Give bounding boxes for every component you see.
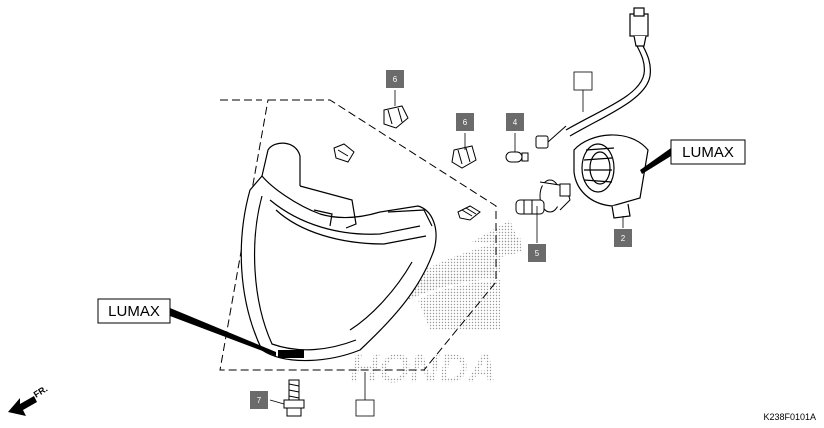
bolt (283, 379, 305, 417)
callout-4[interactable]: 4 (506, 113, 524, 131)
front-direction-arrow: FR. (8, 384, 49, 416)
figure-code: K238F0101A (763, 412, 816, 422)
position-bulb-socket (535, 125, 567, 149)
wire-harness (565, 7, 651, 137)
headlight-socket (573, 134, 649, 219)
rubber-grommet-b (451, 145, 477, 169)
callout-2-number: 2 (621, 234, 626, 243)
lumax-label-housing: LUMAX (97, 298, 276, 356)
callout-7[interactable]: 7 (250, 391, 268, 409)
callout-empty-housing[interactable] (355, 399, 375, 417)
honda-watermark-text: HONDA (350, 347, 497, 391)
callout-6-lower[interactable]: 6 (456, 113, 474, 131)
lumax-label-socket: LUMAX (640, 139, 746, 174)
callout-empty-wire[interactable] (573, 71, 593, 91)
lumax-label-socket-text: LUMAX (682, 144, 734, 161)
clip-lower (457, 205, 481, 221)
callout-6-upper-number: 6 (393, 75, 398, 84)
callout-6-upper[interactable]: 6 (386, 70, 404, 88)
leader-lines (269, 90, 624, 405)
headlight-bulb (515, 179, 571, 215)
front-direction-label: FR. (32, 384, 50, 400)
callout-7-number: 7 (257, 396, 262, 405)
callout-2[interactable]: 2 (614, 229, 632, 247)
assembly-outline (219, 99, 497, 371)
callout-5-number: 5 (535, 249, 540, 258)
callout-6-lower-number: 6 (463, 118, 468, 127)
callout-4-number: 4 (513, 118, 518, 127)
position-bulb (505, 151, 529, 163)
rubber-grommet-a (383, 105, 409, 129)
callout-5[interactable]: 5 (528, 244, 546, 262)
headlight-housing (240, 142, 437, 362)
clip-upper (333, 143, 355, 163)
lumax-label-housing-text: LUMAX (108, 303, 160, 320)
